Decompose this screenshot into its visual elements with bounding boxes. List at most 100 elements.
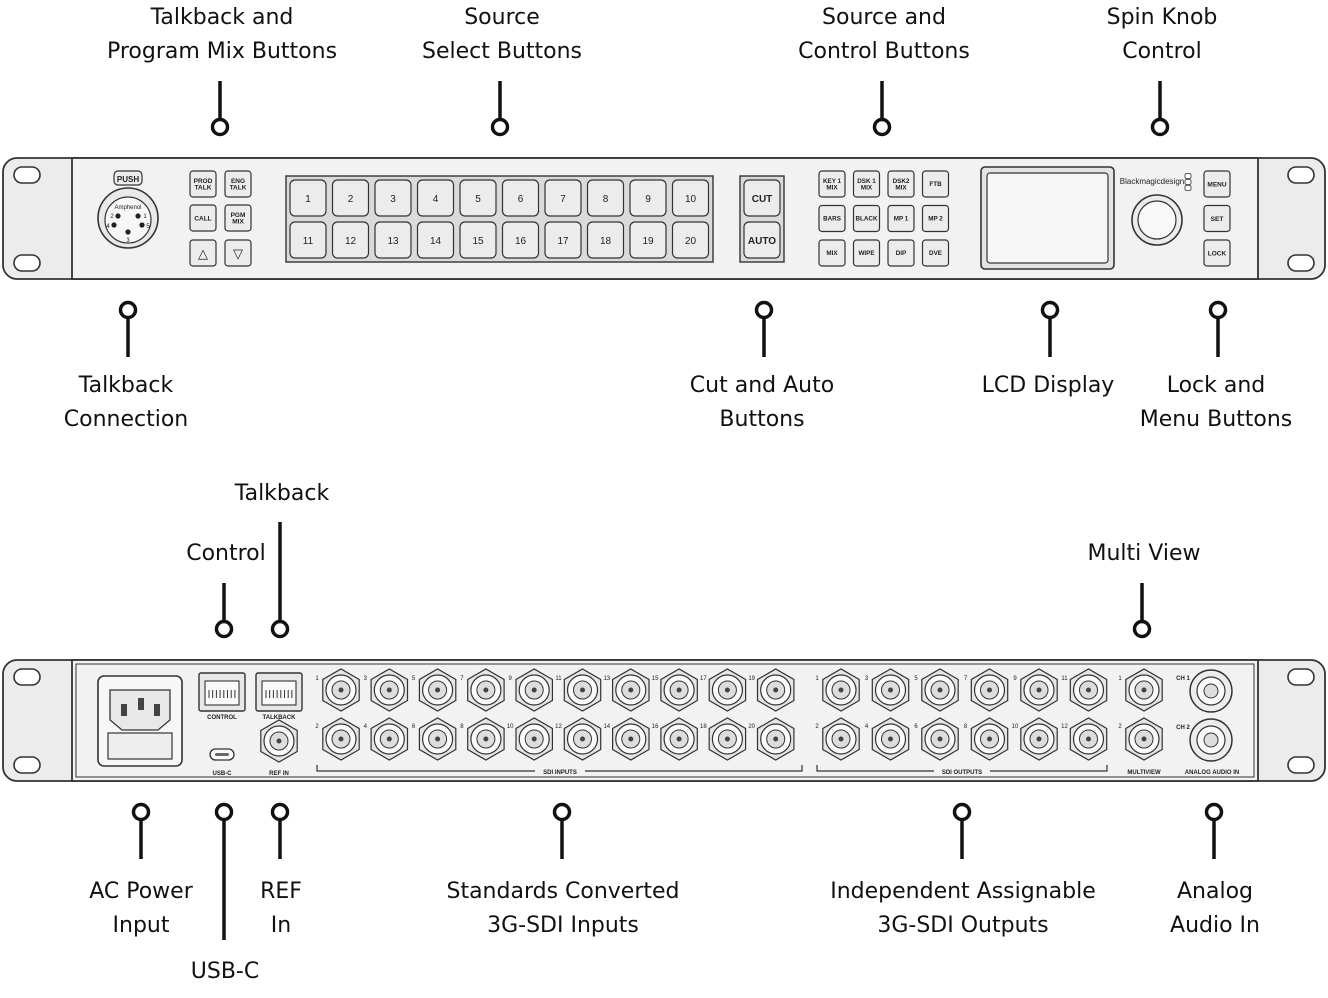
multiview-bnc-pin	[1141, 687, 1147, 693]
sdi-input-number: 10	[507, 724, 514, 730]
leader-ref-in-dot	[270, 802, 290, 822]
sdi-input-number: 19	[748, 676, 755, 682]
callout-line-1: AC Power	[89, 879, 193, 904]
multiview-number: 1	[1118, 676, 1122, 682]
callout-line-1: Talkback and	[150, 5, 294, 30]
control-button-label-text: DVE	[929, 250, 942, 257]
control-button	[818, 170, 846, 198]
sdi-input-bnc-pin	[338, 736, 344, 742]
usb-c-label: USB-C	[213, 771, 233, 777]
sdi-input-bnc-pin	[531, 736, 537, 742]
analog-audio-jack-core	[1203, 683, 1219, 699]
mounting-slot	[13, 668, 41, 686]
callout-line-2: In	[270, 913, 292, 938]
callout-line-1: Independent Assignable	[830, 879, 1096, 904]
talkback-button-label-text: MIX	[232, 219, 244, 226]
source-button-label: 18	[600, 236, 612, 247]
xlr-brand: Amphenol	[114, 205, 141, 211]
iec-pin	[138, 698, 144, 710]
source-button-label: 9	[645, 194, 651, 205]
sdi-input-number: 13	[603, 676, 610, 682]
sdi-input-number: 16	[652, 724, 659, 730]
spin-knob-inner	[1137, 200, 1177, 240]
source-button	[331, 221, 370, 259]
leader-talkback-program-mix-dot	[210, 117, 230, 137]
talkback-button-label-text: PROD	[194, 178, 213, 185]
callout-line-2: Select Buttons	[421, 39, 583, 64]
mounting-slot	[1287, 756, 1315, 774]
source-button-label: 5	[475, 194, 481, 205]
leader-talkback-rear-dot	[270, 619, 290, 639]
control-button	[887, 239, 915, 267]
sdi-output-number: 1	[815, 676, 819, 682]
source-button	[331, 179, 370, 217]
leader-analog-audio-dot	[1204, 802, 1224, 822]
xlr-pin-number: 5	[146, 224, 150, 230]
control-button	[921, 170, 950, 198]
talkback-button-label-text: CALL	[194, 215, 211, 222]
sdi-output-number: 8	[964, 724, 968, 730]
source-button	[459, 179, 497, 217]
control-button	[921, 239, 950, 267]
control-button-label-text: BLACK	[855, 216, 877, 223]
callout-line-2: Control Buttons	[798, 39, 970, 64]
source-button-label: 3	[390, 194, 396, 205]
callout-ref-in: REF In	[260, 875, 302, 943]
source-button	[416, 179, 455, 217]
rear-plate-inner	[75, 663, 1255, 778]
iec-pin	[154, 704, 160, 716]
source-button-label: 4	[433, 194, 439, 205]
usb-c-tongue	[215, 753, 229, 756]
fuse-holder	[107, 732, 173, 760]
xlr-pin	[135, 213, 141, 219]
callout-line-1: Standards Converted	[446, 879, 680, 904]
multiview-bnc-pin	[1141, 736, 1147, 742]
sdi-output-number: 2	[815, 724, 819, 730]
sdi-input-bnc-pin	[773, 736, 779, 742]
control-button	[818, 239, 846, 267]
callout-line-2: Audio In	[1170, 913, 1260, 938]
callout-line-2: Program Mix Buttons	[106, 39, 338, 64]
source-button-label: 10	[685, 194, 697, 205]
callout-line-1: REF	[260, 879, 302, 904]
leader-sdi-outputs-dot	[952, 802, 972, 822]
source-button	[459, 221, 497, 259]
arrow-up-button	[189, 239, 217, 267]
sdi-output-bnc-pin	[1036, 736, 1042, 742]
brand-logo-mark	[1184, 179, 1192, 185]
xlr-pin-number: 3	[126, 238, 130, 244]
sdi-output-bnc-pin	[1036, 687, 1042, 693]
sdi-output-number: 5	[914, 676, 918, 682]
sdi-input-bnc-pin	[386, 736, 392, 742]
control-button-label-text: FTB	[929, 181, 942, 188]
menu-button-label: MENU	[1207, 182, 1226, 189]
sdi-input-number: 18	[700, 724, 707, 730]
source-button	[629, 221, 667, 259]
control-button-label-text: MP 1	[894, 216, 909, 223]
control-button-label-text: MIX	[826, 250, 838, 257]
source-button	[671, 179, 710, 217]
sdi-input-bnc-pin	[628, 687, 634, 693]
callout-sdi-inputs: Standards Converted 3G-SDI Inputs	[446, 875, 679, 943]
sdi-input-number: 11	[555, 676, 562, 682]
xlr-pin-number: 2	[110, 214, 114, 220]
sdi-input-bnc-pin	[435, 736, 441, 742]
leader-usb-c-dot	[214, 802, 234, 822]
xlr-pin	[125, 229, 131, 235]
talkback-button	[224, 204, 252, 232]
analog-audio-label: ANALOG AUDIO IN	[1185, 770, 1239, 776]
control-button	[921, 204, 950, 233]
sdi-input-bnc-pin	[483, 687, 489, 693]
source-button-label: 8	[603, 194, 609, 205]
xlr-pin-number: 4	[106, 224, 110, 230]
callout-lcd-display: LCD Display	[982, 369, 1115, 403]
xlr-inner	[104, 196, 152, 244]
callout-line-1: Lock and	[1166, 373, 1266, 398]
transition-button	[743, 179, 781, 217]
menu-button	[1203, 204, 1231, 233]
source-button-label: 20	[685, 236, 697, 247]
callout-multi-view: Multi View	[1088, 537, 1201, 571]
sdi-input-bnc-pin	[386, 687, 392, 693]
